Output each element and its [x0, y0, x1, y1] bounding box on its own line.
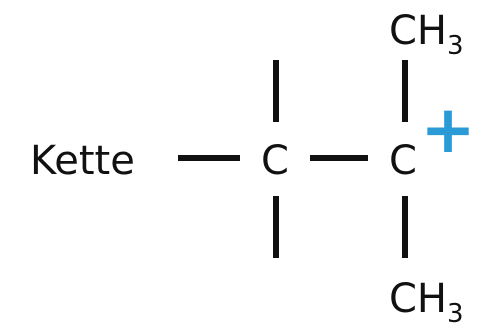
methyl-top-subscript: 3	[447, 31, 464, 61]
methyl-top: CH3	[389, 8, 464, 61]
methyl-top-main: CH	[389, 8, 447, 54]
carbon-right: C	[389, 138, 417, 184]
chain-label: Kette	[30, 138, 135, 184]
methyl-bottom: CH3	[389, 276, 464, 328]
positive-charge-icon: +	[420, 91, 475, 168]
carbon-left: C	[261, 138, 289, 184]
methyl-bottom-subscript: 3	[447, 299, 464, 328]
methyl-bottom-main: CH	[389, 276, 447, 322]
